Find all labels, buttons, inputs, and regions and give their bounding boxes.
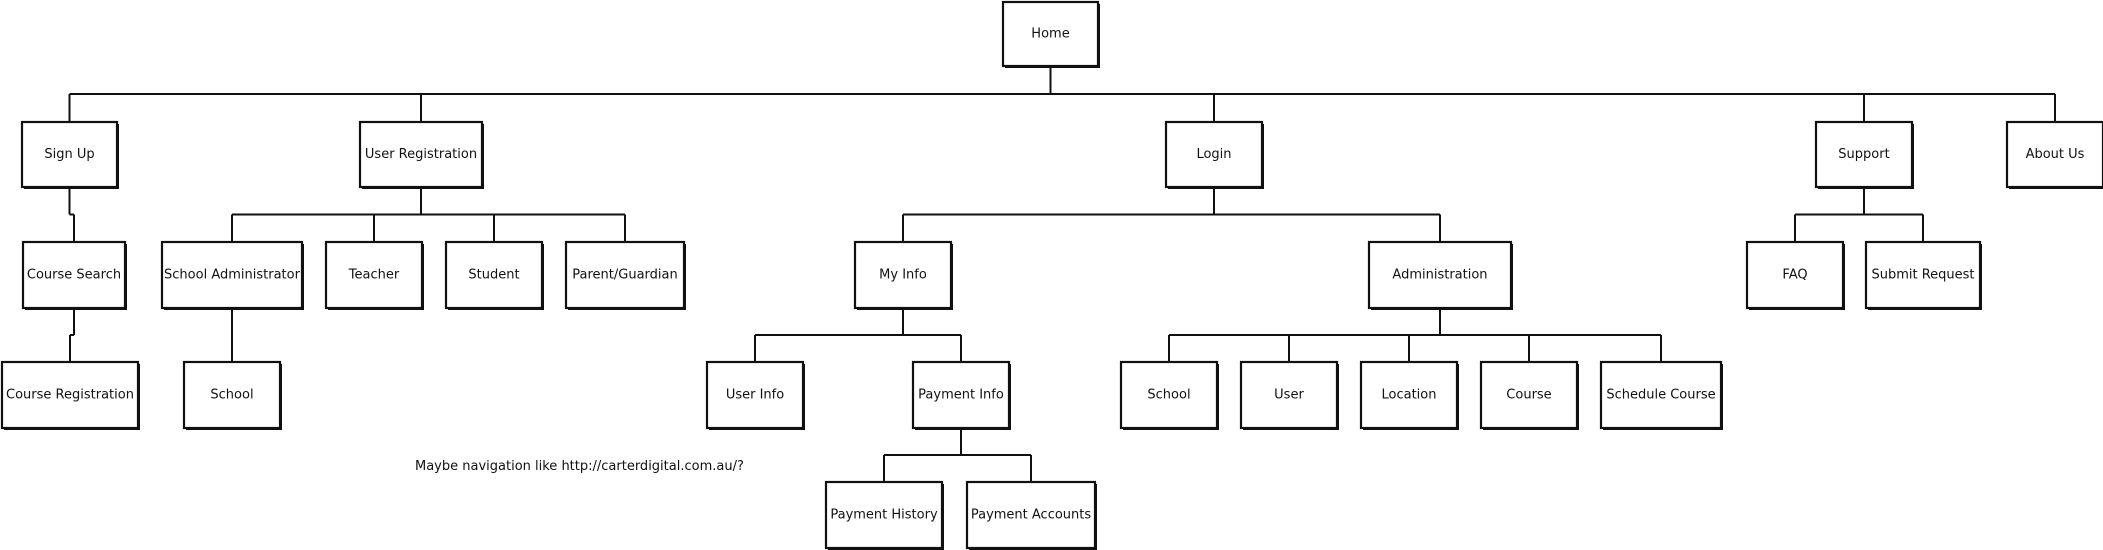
- node-course-registration: Course Registration: [0, 360, 140, 430]
- node-label: Location: [1382, 388, 1437, 403]
- node-label: School Administrator: [164, 268, 301, 283]
- node-label: Teacher: [348, 268, 400, 283]
- node-label: Home: [1031, 27, 1069, 42]
- node-label: User Registration: [365, 147, 477, 162]
- node-label: FAQ: [1782, 268, 1807, 283]
- node-label: Submit Request: [1871, 268, 1974, 283]
- node-box: [160, 240, 304, 310]
- node-administration: Administration: [1367, 240, 1513, 310]
- node-school-admin: School: [1119, 360, 1219, 430]
- node-label: Payment Accounts: [971, 508, 1092, 523]
- node-teacher: Teacher: [324, 240, 424, 310]
- node-label: Payment Info: [918, 388, 1004, 403]
- node-box: [965, 480, 1097, 550]
- node-label: Login: [1196, 147, 1231, 162]
- node-schedule-course: Schedule Course: [1599, 360, 1723, 430]
- node-box: [1367, 240, 1513, 310]
- node-box: [1814, 120, 1914, 189]
- node-course-search: Course Search: [21, 240, 127, 310]
- node-box: [1864, 240, 1982, 310]
- node-label: School: [1147, 388, 1190, 403]
- node-sign-up: Sign Up: [20, 120, 119, 189]
- node-login: Login: [1164, 120, 1264, 189]
- node-label: User: [1274, 388, 1304, 403]
- node-label: Student: [468, 268, 519, 283]
- node-label: My Info: [879, 268, 927, 283]
- node-box: [824, 480, 944, 550]
- node-box: [1359, 360, 1459, 430]
- node-box: [1239, 360, 1339, 430]
- node-box: [2005, 120, 2103, 189]
- node-course: Course: [1479, 360, 1579, 430]
- node-box: [1001, 0, 1100, 68]
- node-label: Course: [1506, 388, 1551, 403]
- node-payment-accounts: Payment Accounts: [965, 480, 1097, 550]
- node-box: [0, 360, 140, 430]
- node-school-reg: School: [182, 360, 282, 430]
- node-box: [182, 360, 282, 430]
- node-support: Support: [1814, 120, 1914, 189]
- node-box: [21, 240, 127, 310]
- node-label: Course Registration: [6, 388, 134, 403]
- node-user-info: User Info: [705, 360, 805, 430]
- node-label: Sign Up: [44, 147, 94, 162]
- node-label: Parent/Guardian: [572, 268, 677, 283]
- node-box: [444, 240, 544, 310]
- node-label: Course Search: [27, 268, 121, 283]
- annotation-note: Maybe navigation like http://carterdigit…: [415, 459, 744, 474]
- node-label: About Us: [2026, 147, 2085, 162]
- node-box: [324, 240, 424, 310]
- node-label: School: [210, 388, 253, 403]
- node-box: [1479, 360, 1579, 430]
- node-payment-history: Payment History: [824, 480, 944, 550]
- node-label: Schedule Course: [1606, 388, 1715, 403]
- node-box: [1599, 360, 1723, 430]
- node-box: [705, 360, 805, 430]
- node-home: Home: [1001, 0, 1100, 68]
- node-box: [564, 240, 686, 310]
- node-label: Support: [1838, 147, 1889, 162]
- node-about-us: About Us: [2005, 120, 2103, 189]
- node-user-registration: User Registration: [358, 120, 484, 189]
- node-box: [1119, 360, 1219, 430]
- node-my-info: My Info: [853, 240, 953, 310]
- node-label: Administration: [1392, 268, 1487, 283]
- node-submit-request: Submit Request: [1864, 240, 1982, 310]
- node-box: [20, 120, 119, 189]
- node-box: [358, 120, 484, 189]
- node-box: [853, 240, 953, 310]
- node-label: User Info: [726, 388, 784, 403]
- node-user: User: [1239, 360, 1339, 430]
- node-payment-info: Payment Info: [911, 360, 1011, 430]
- node-box: [911, 360, 1011, 430]
- node-faq: FAQ: [1745, 240, 1845, 310]
- node-location: Location: [1359, 360, 1459, 430]
- node-box: [1745, 240, 1845, 310]
- node-parent-guardian: Parent/Guardian: [564, 240, 686, 310]
- node-label: Payment History: [830, 508, 938, 523]
- node-school-administrator: School Administrator: [160, 240, 304, 310]
- connectors: [68, 66, 2056, 482]
- node-box: [1164, 120, 1264, 189]
- node-student: Student: [444, 240, 544, 310]
